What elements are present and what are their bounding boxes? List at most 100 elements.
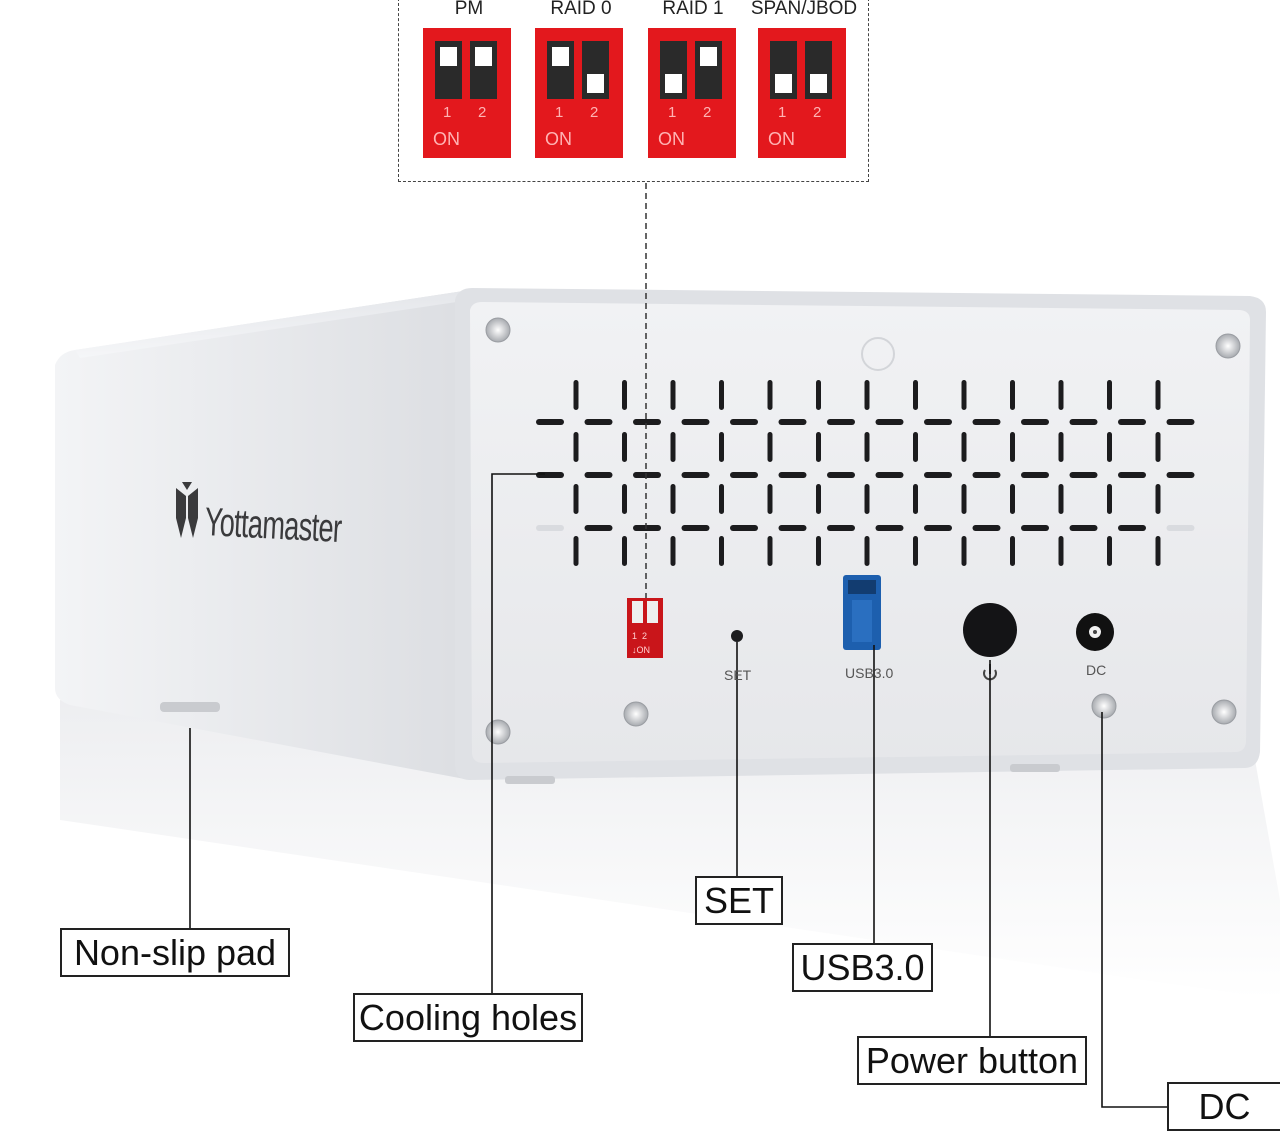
cooling-hole — [1155, 484, 1161, 514]
dip-switch-knob — [775, 74, 792, 93]
cooling-hole — [827, 525, 855, 531]
cooling-hole — [536, 525, 564, 531]
dip-switch-slot — [582, 41, 609, 99]
cooling-hole — [730, 472, 758, 478]
dip-switch-number: 2 — [478, 104, 487, 121]
cooling-hole — [961, 380, 967, 410]
dip-switch-number: 2 — [703, 104, 712, 121]
panel-mini-dip-numbers: 1 2 — [632, 631, 648, 641]
cooling-hole — [633, 472, 661, 478]
dip-on-label: ON — [658, 129, 685, 149]
cooling-hole — [1069, 419, 1098, 425]
cooling-hole — [1010, 380, 1015, 410]
cooling-hole — [1021, 525, 1049, 531]
dip-switch-slot — [695, 41, 722, 99]
cooling-hole — [1166, 472, 1195, 478]
callout-dc: DC — [1167, 1082, 1280, 1131]
cooling-hole — [1010, 484, 1015, 514]
cooling-hole — [573, 432, 579, 462]
callout-power-button: Power button — [857, 1036, 1087, 1085]
cooling-hole — [1021, 472, 1049, 478]
cooling-hole — [816, 380, 821, 410]
cooling-hole — [1166, 419, 1195, 425]
dip-switch-knob — [475, 47, 492, 66]
dip-switch-number: 2 — [813, 104, 822, 121]
cooling-hole — [573, 484, 579, 514]
leader-lines — [189, 473, 1168, 1108]
callout-non-slip-pad: Non-slip pad — [60, 928, 290, 977]
enclosure-front-panel — [470, 302, 1250, 763]
cooling-hole — [681, 525, 710, 531]
cooling-hole — [924, 472, 952, 478]
cooling-hole — [1118, 419, 1146, 425]
dip-switch-knob — [587, 74, 604, 93]
usb3-port — [843, 575, 881, 650]
cooling-hole — [670, 380, 676, 410]
cooling-hole — [1069, 472, 1098, 478]
dip-switch-number: 1 — [555, 104, 564, 121]
dip-mode-label: SPAN/JBOD — [750, 0, 858, 19]
cooling-hole — [913, 536, 918, 566]
cooling-hole — [1107, 484, 1112, 514]
yottamaster-logo-mark — [176, 482, 198, 538]
cooling-hole — [1107, 536, 1112, 566]
dip-switch-slot — [770, 41, 797, 99]
cooling-hole — [827, 419, 855, 425]
cooling-hole — [584, 419, 613, 425]
cooling-hole — [816, 432, 821, 462]
dip-on-label: ON — [433, 129, 460, 149]
cooling-hole — [913, 432, 918, 462]
dip-switch-knob — [440, 47, 457, 66]
cooling-hole — [913, 380, 918, 410]
cooling-hole — [924, 525, 952, 531]
cooling-hole — [681, 419, 710, 425]
dip-switch-number: 1 — [668, 104, 677, 121]
cooling-hole — [719, 484, 724, 514]
cooling-hole — [536, 472, 564, 478]
set-reset-hole — [731, 630, 743, 642]
cooling-hole — [622, 432, 627, 462]
cooling-hole — [730, 525, 758, 531]
cooling-hole — [864, 432, 870, 462]
power-button-cap — [963, 603, 1017, 657]
dip-switch-knob — [665, 74, 682, 93]
cooling-hole — [816, 536, 821, 566]
cooling-hole — [778, 419, 807, 425]
cooling-hole — [1155, 380, 1161, 410]
panel-mini-dip-on: ↓ON — [632, 645, 650, 655]
cooling-hole — [864, 484, 870, 514]
cooling-hole — [1118, 472, 1146, 478]
dip-on-label: ON — [768, 129, 795, 149]
cooling-hole — [670, 484, 676, 514]
cooling-hole — [1010, 432, 1015, 462]
cooling-hole — [1155, 536, 1161, 566]
dip-switch-number: 1 — [443, 104, 452, 121]
enclosure-side — [55, 290, 470, 780]
cooling-hole — [730, 419, 758, 425]
floor-reflection — [60, 700, 1280, 1000]
cooling-hole — [633, 419, 661, 425]
dip-switch-number: 2 — [590, 104, 599, 121]
dip-switch-knob — [552, 47, 569, 66]
cooling-hole — [1058, 432, 1064, 462]
cooling-hole — [913, 484, 918, 514]
dip-switch-slot — [547, 41, 574, 99]
cooling-hole — [573, 380, 579, 410]
cooling-hole — [1058, 536, 1064, 566]
dip-switch-slot — [470, 41, 497, 99]
cooling-hole — [622, 380, 627, 410]
dip-switch-knob — [810, 74, 827, 93]
cooling-hole — [827, 472, 855, 478]
cooling-hole — [961, 484, 967, 514]
cooling-hole — [875, 525, 904, 531]
cooling-hole — [972, 525, 1001, 531]
cooling-hole — [1107, 432, 1112, 462]
cooling-hole — [972, 472, 1001, 478]
callout-cooling-holes: Cooling holes — [353, 993, 583, 1042]
cooling-hole — [961, 536, 967, 566]
cooling-hole — [536, 419, 564, 425]
